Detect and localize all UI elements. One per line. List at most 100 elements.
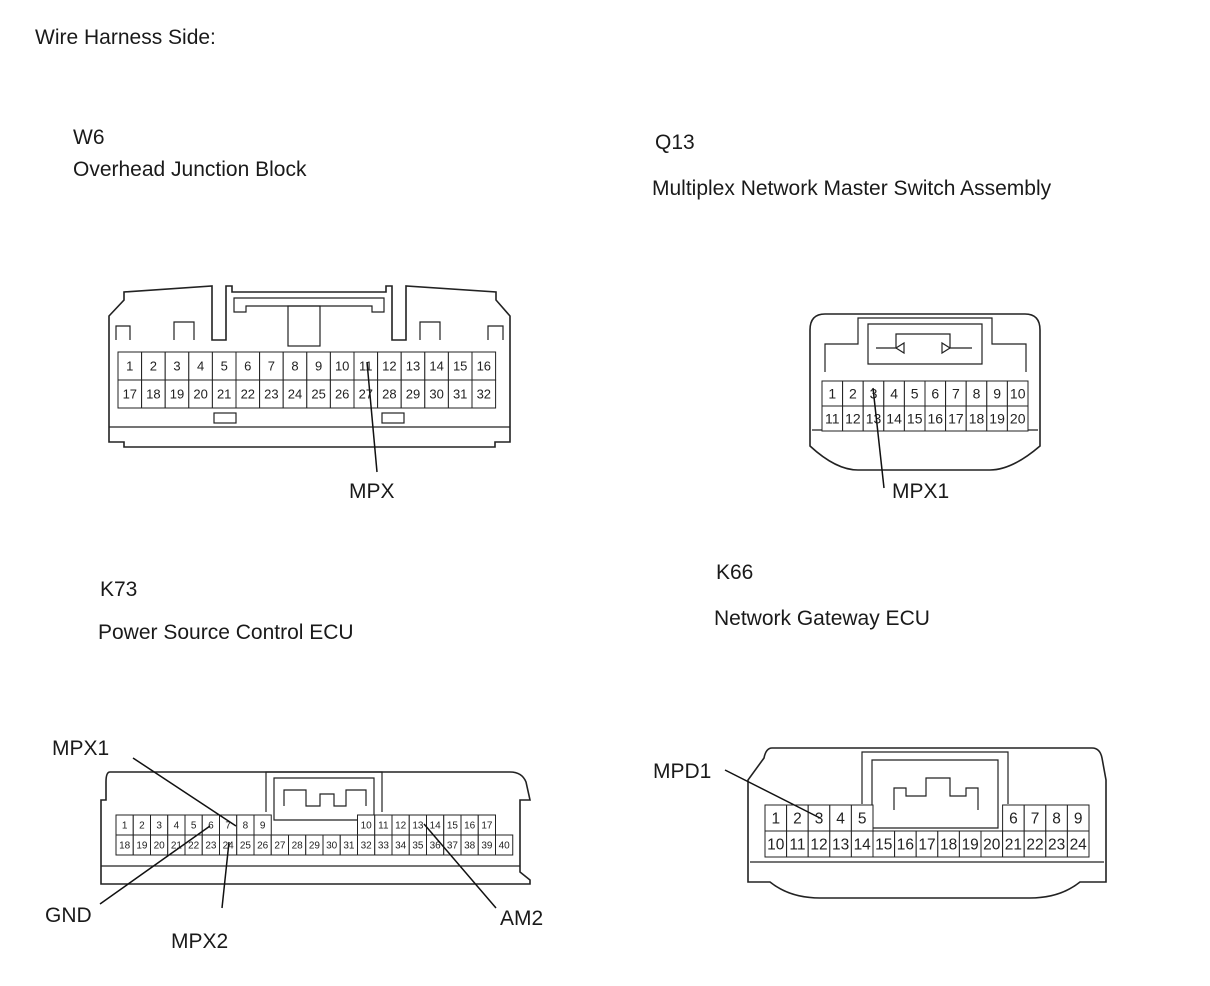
pin-label-w6-16: 16: [477, 359, 491, 374]
pin-label-k66-20: 20: [983, 837, 1001, 854]
pin-label-w6-14: 14: [429, 359, 443, 374]
pin-label-q13-1: 1: [828, 386, 836, 402]
pin-label-k66-17: 17: [918, 837, 935, 854]
pin-cell-w6-32: [471, 379, 497, 409]
heading: Wire Harness Side:: [35, 26, 216, 49]
pin-label-k66-23: 23: [1048, 837, 1065, 854]
pin-label-q13-8: 8: [973, 386, 981, 402]
pin-label-k73-27: 27: [274, 841, 286, 852]
pin-label-k73-16: 16: [464, 821, 476, 832]
leader-mpx1-q13: [872, 387, 885, 489]
pin-label-q13-16: 16: [928, 411, 944, 427]
pin-label-w6-22: 22: [241, 387, 255, 402]
pin-label-w6-15: 15: [453, 359, 467, 374]
pin-label-w6-2: 2: [150, 359, 157, 374]
pin-label-q13-9: 9: [993, 386, 1001, 402]
pin-label-k73-8: 8: [243, 821, 249, 832]
pin-label-k66-18: 18: [940, 837, 957, 854]
pin-label-w6-31: 31: [453, 387, 467, 402]
pin-label-k73-38: 38: [464, 841, 476, 852]
pin-label-q13-13: 13: [866, 411, 882, 427]
pin-label-w6-3: 3: [173, 359, 180, 374]
pin-label-k73-32: 32: [361, 841, 373, 852]
connector-k73-id: K73: [100, 578, 138, 601]
pin-label-k73-11: 11: [378, 821, 389, 832]
pin-label-q13-4: 4: [890, 386, 898, 402]
leader-mpd1: [724, 769, 821, 819]
pin-label-w6-12: 12: [382, 359, 396, 374]
pin-label-k73-5: 5: [191, 821, 197, 832]
leader-mpx: [366, 361, 378, 473]
pin-label-k73-4: 4: [174, 821, 180, 832]
pin-label-q13-15: 15: [907, 411, 923, 427]
callout-am2: AM2: [500, 907, 544, 930]
connector-k66-id: K66: [716, 561, 754, 584]
pin-label-k66-22: 22: [1026, 837, 1043, 854]
pin-label-k66-13: 13: [832, 837, 849, 854]
pin-label-k73-10: 10: [361, 821, 373, 832]
leader-mpx1-k73: [132, 757, 237, 827]
pin-label-k73-14: 14: [430, 821, 442, 832]
callout-mpd1: MPD1: [653, 760, 712, 783]
pin-label-q13-14: 14: [886, 411, 902, 427]
pin-label-k73-26: 26: [257, 841, 269, 852]
pin-label-k66-7: 7: [1031, 811, 1040, 828]
pin-label-k73-39: 39: [481, 841, 493, 852]
callout-mpx1-q13: MPX1: [892, 480, 950, 503]
pin-label-q13-12: 12: [845, 411, 861, 427]
connector-k73-name: Power Source Control ECU: [98, 621, 354, 644]
pin-label-k73-22: 22: [188, 841, 200, 852]
pin-label-k66-21: 21: [1005, 837, 1022, 854]
pin-label-w6-4: 4: [197, 359, 204, 374]
pin-label-k73-35: 35: [412, 841, 424, 852]
pin-label-q13-18: 18: [969, 411, 985, 427]
pin-label-w6-5: 5: [221, 359, 228, 374]
pin-label-k66-24: 24: [1070, 837, 1088, 854]
pin-label-k66-5: 5: [858, 811, 867, 828]
pin-cell-q13-20: [1006, 405, 1029, 432]
pin-label-w6-11: 11: [359, 359, 373, 374]
pin-label-q13-20: 20: [1010, 411, 1026, 427]
pin-label-k66-9: 9: [1074, 811, 1083, 828]
pin-label-k73-20: 20: [154, 841, 166, 852]
pin-label-k73-1: 1: [122, 821, 128, 832]
pin-label-q13-10: 10: [1010, 386, 1026, 402]
callout-mpx: MPX: [349, 480, 395, 503]
pin-label-k66-2: 2: [793, 811, 802, 828]
pin-cell-k66-24: [1066, 830, 1090, 858]
connector-w6-id: W6: [73, 126, 105, 149]
pin-label-w6-29: 29: [406, 387, 420, 402]
pin-label-k73-3: 3: [156, 821, 162, 832]
pin-label-k66-3: 3: [815, 811, 824, 828]
connector-k66-name: Network Gateway ECU: [714, 607, 930, 630]
pin-label-w6-20: 20: [193, 387, 207, 402]
pin-label-w6-13: 13: [406, 359, 420, 374]
callout-mpx2: MPX2: [171, 930, 229, 953]
pin-label-k66-6: 6: [1009, 811, 1018, 828]
pin-label-w6-8: 8: [291, 359, 298, 374]
pin-label-k66-12: 12: [810, 837, 827, 854]
pin-label-k66-10: 10: [767, 837, 785, 854]
pin-label-k73-18: 18: [119, 841, 131, 852]
pin-label-k73-19: 19: [136, 841, 148, 852]
pin-label-w6-25: 25: [311, 387, 325, 402]
pin-label-w6-24: 24: [288, 387, 302, 402]
pin-label-k66-11: 11: [789, 837, 805, 854]
connector-q13-name: Multiplex Network Master Switch Assembly: [652, 177, 1052, 200]
pin-label-q13-19: 19: [989, 411, 1005, 427]
pin-label-k73-23: 23: [205, 841, 217, 852]
pin-label-k73-17: 17: [481, 821, 493, 832]
pin-label-k73-25: 25: [240, 841, 252, 852]
pin-label-k66-14: 14: [854, 837, 872, 854]
callout-mpx1-k73: MPX1: [52, 737, 110, 760]
pin-label-k73-7: 7: [225, 821, 231, 832]
pin-label-k66-8: 8: [1052, 811, 1061, 828]
pin-label-k73-31: 31: [343, 841, 355, 852]
pin-label-q13-6: 6: [931, 386, 939, 402]
pin-label-k66-15: 15: [875, 837, 892, 854]
